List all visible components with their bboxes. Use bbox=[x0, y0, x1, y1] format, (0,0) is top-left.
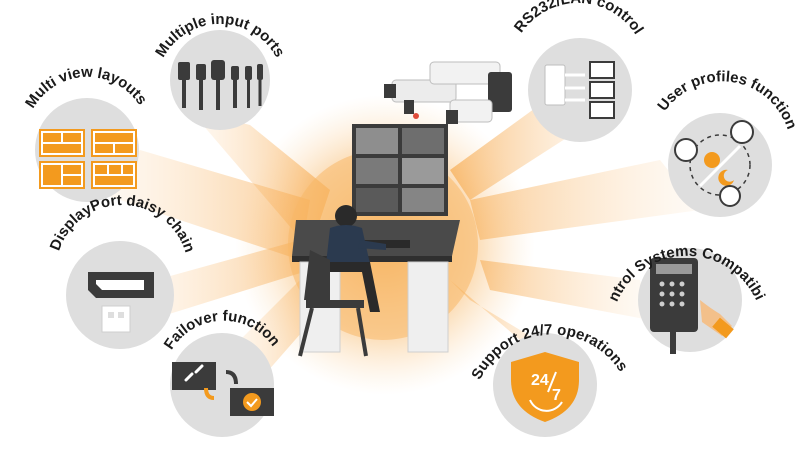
security-cameras-icon bbox=[384, 61, 512, 124]
operator-person bbox=[326, 205, 386, 312]
svg-text:RS232/LAN control: RS232/LAN control bbox=[511, 0, 647, 37]
user-profiles-day-night-icon bbox=[674, 120, 754, 207]
badge-7: 7 bbox=[552, 387, 561, 404]
displayport-connector-icon bbox=[88, 272, 154, 333]
network-switch-monitors-icon bbox=[544, 61, 615, 119]
layout-grid-icon bbox=[39, 129, 137, 189]
badge-24: 24 bbox=[531, 372, 549, 389]
label-rs232-lan-control: RS232/LAN control bbox=[511, 0, 647, 37]
video-wall bbox=[352, 124, 448, 216]
feature-circle-multiple-input-ports: Multiple input ports bbox=[152, 11, 288, 130]
office-chair bbox=[298, 250, 368, 357]
feature-circle-displayport-daisy-chain: DisplayPort daisy chain bbox=[47, 192, 198, 349]
feature-circle-multi-view-layouts: Multi view layouts bbox=[22, 64, 150, 202]
cable-connectors-icon bbox=[178, 60, 263, 110]
shield-24-7-icon: 24 7 bbox=[511, 352, 579, 422]
feature-circle-failover-function: Failover function bbox=[161, 308, 283, 437]
keypad-panel-icon bbox=[650, 258, 734, 354]
broken-link-check-icon bbox=[172, 362, 274, 416]
